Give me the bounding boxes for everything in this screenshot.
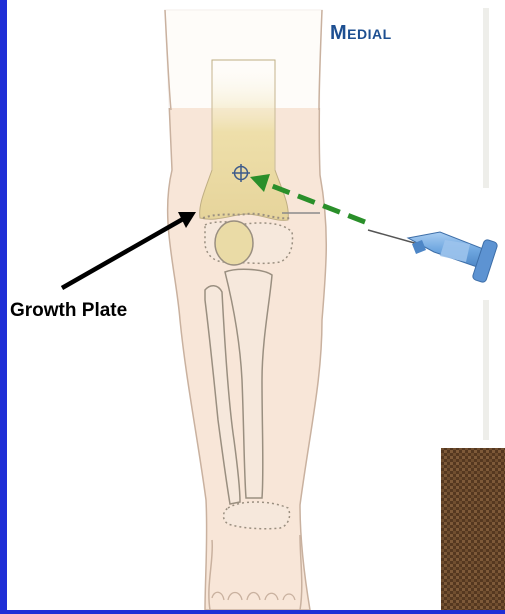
frame-border-left	[0, 0, 7, 614]
growth-plate-label: Growth Plate	[10, 300, 127, 322]
right-panel-divider	[483, 8, 489, 440]
ankle-joint	[224, 502, 290, 529]
medial-side-label: Medial	[330, 22, 392, 45]
foot	[209, 535, 302, 610]
patella	[215, 221, 253, 265]
fabric-photo-inset	[441, 448, 505, 614]
syringe-icon	[368, 230, 498, 283]
frame-border-bottom	[0, 610, 505, 614]
